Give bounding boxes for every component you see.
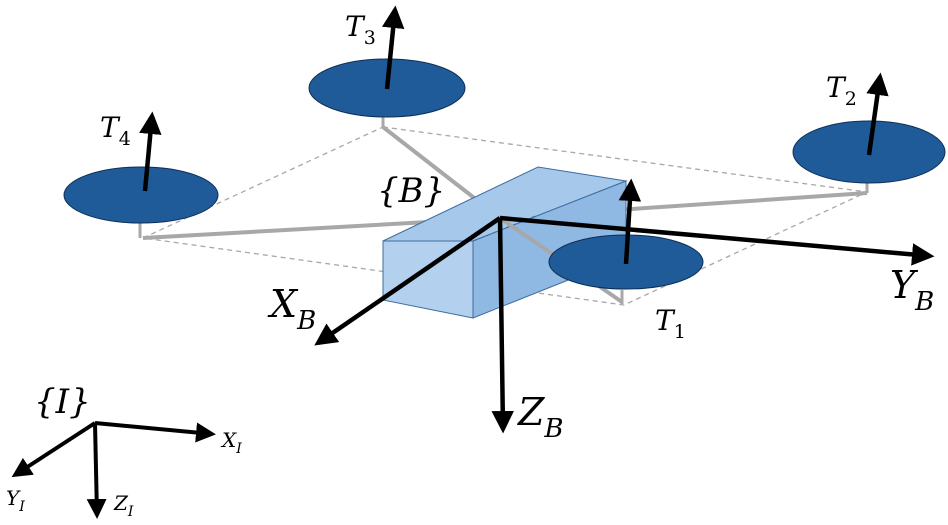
body-frame-axes: [314, 215, 935, 434]
thrust-label-3: T3: [345, 10, 376, 49]
body-frame-label: {B}: [377, 171, 445, 211]
body-y-axis: [499, 215, 935, 266]
thrust-arrow-2: [866, 72, 889, 156]
thrust-arrow-3: [381, 5, 405, 90]
body-y-label: YB: [890, 263, 934, 317]
inertial-frame-axes: [11, 421, 216, 519]
rotor-4: [63, 166, 219, 224]
rotor-plane-outline: [140, 126, 870, 306]
thrust-arrow-4: [139, 111, 162, 192]
thrust-label-1: T1: [655, 304, 686, 343]
thrust-arrows: [139, 5, 889, 265]
thrust-label-2: T2: [826, 71, 857, 110]
inertial-y-label: YI: [6, 486, 25, 515]
inertial-y-axis: [11, 421, 97, 478]
body-x-axis: [314, 216, 502, 346]
thrust-arrow-1: [618, 178, 642, 265]
body-z-axis: [491, 217, 514, 434]
inertial-x-axis: [94, 421, 216, 443]
inertial-z-axis: [86, 422, 107, 519]
inertial-x-label: XI: [220, 428, 242, 457]
inertial-z-label: ZI: [113, 491, 134, 520]
body-z-label: ZB: [517, 390, 564, 444]
body-x-label: XB: [267, 282, 316, 336]
thrust-label-4: T4: [100, 111, 131, 150]
inertial-frame-label: {I}: [34, 382, 91, 422]
